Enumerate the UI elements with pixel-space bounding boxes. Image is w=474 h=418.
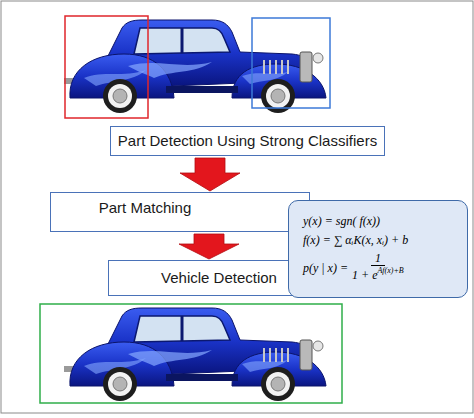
box-label: Part Matching xyxy=(99,199,192,217)
fraction: 11 + eAf(x)+B xyxy=(352,252,404,284)
formula-row: y(x) = sgn( f(x)) xyxy=(303,214,380,229)
denominator: 1 + eAf(x)+B xyxy=(352,266,404,284)
formula-row: f(x) = ∑ αᵢK(x, xᵢ) + b xyxy=(303,233,408,248)
box-label: Part Detection Using Strong Classifiers xyxy=(118,132,377,150)
formula-text: f(x) = ∑ αᵢK(x, xᵢ) + b xyxy=(303,233,408,248)
formula-text: y(x) = sgn( f(x)) xyxy=(303,214,380,229)
numerator: 1 xyxy=(371,252,385,266)
process-box: Part Matching xyxy=(50,192,310,232)
block-arrow xyxy=(179,234,239,259)
denominator-text: 1 + e xyxy=(352,268,377,282)
formula-text: p(y | x) = xyxy=(303,261,348,276)
formula-box: y(x) = sgn( f(x)) f(x) = ∑ αᵢK(x, xᵢ) + b… xyxy=(288,200,468,298)
block-arrow xyxy=(180,158,240,191)
exponent: Af(x)+B xyxy=(377,266,403,275)
formula-row: p(y | x) =11 + eAf(x)+B xyxy=(303,252,404,284)
process-box: Part Detection Using Strong Classifiers xyxy=(110,126,385,156)
box-label: Vehicle Detection xyxy=(161,269,277,287)
